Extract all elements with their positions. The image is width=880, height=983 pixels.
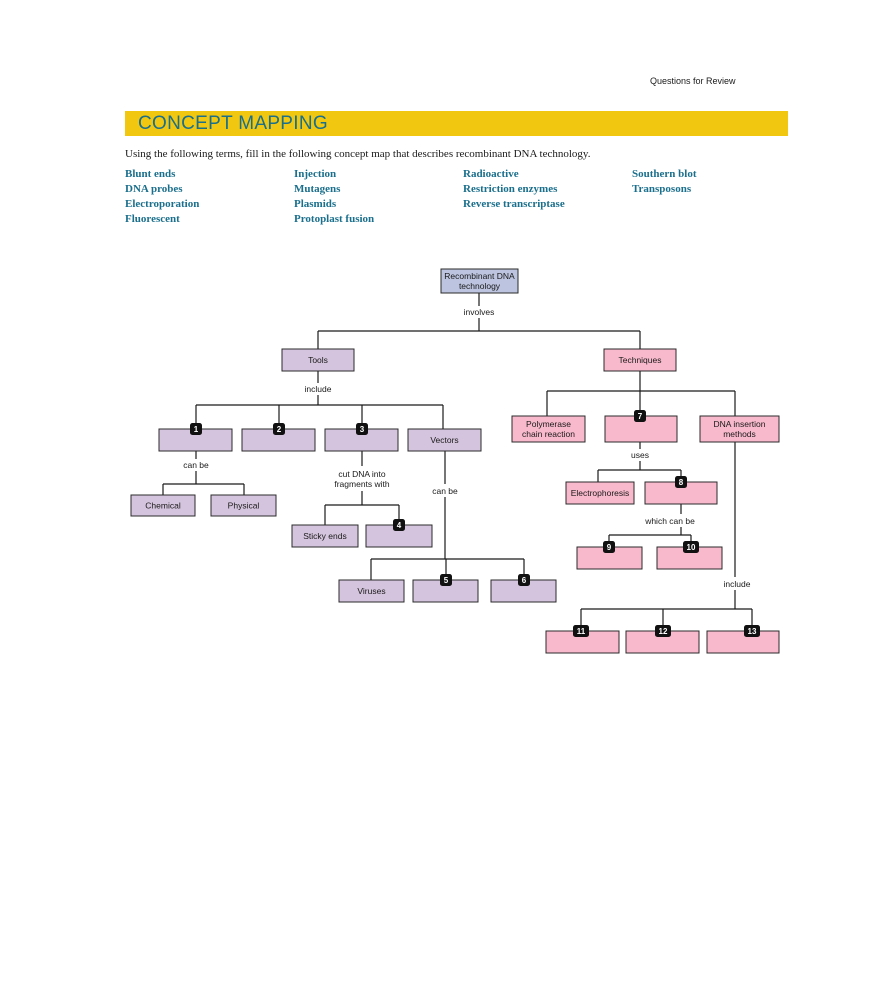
link-include-insertion: include	[724, 579, 751, 589]
blank-node-7	[604, 415, 678, 443]
physical-label: Physical	[228, 501, 260, 511]
term: Transposons	[632, 183, 692, 195]
link-can-be-vectors: can be	[432, 486, 458, 496]
root-label-line2: technology	[459, 281, 501, 291]
sticky-ends-node	[291, 524, 359, 548]
term: Protoplast fusion	[294, 213, 375, 225]
pcr-label-line2: chain reaction	[522, 429, 575, 439]
term-column-4: Southern blot Transposons	[632, 167, 697, 197]
term: Blunt ends	[125, 168, 176, 180]
badge-12: 12	[655, 625, 671, 637]
root-label-line1: Recombinant DNA	[444, 271, 515, 281]
term: Fluorescent	[125, 213, 180, 225]
svg-text:11: 11	[577, 627, 586, 636]
instructions: Using the following terms, fill in the f…	[125, 148, 591, 160]
term: Mutagens	[294, 183, 341, 195]
term: Reverse transcriptase	[463, 198, 565, 210]
svg-text:7: 7	[638, 412, 643, 421]
term: Radioactive	[463, 168, 519, 180]
badge-9: 9	[603, 541, 615, 553]
pcr-label-line1: Polymerase	[526, 419, 571, 429]
dna-insertion-label-line2: methods	[723, 429, 756, 439]
link-cut-dna-line1: cut DNA into	[338, 469, 386, 479]
svg-text:13: 13	[748, 627, 757, 636]
section-title: CONCEPT MAPPING	[138, 113, 328, 134]
badge-4: 4	[393, 519, 405, 531]
term-column-1: Blunt ends DNA probes Electroporation Fl…	[125, 167, 199, 227]
link-involves: involves	[464, 307, 495, 317]
svg-text:10: 10	[687, 543, 696, 552]
vectors-label: Vectors	[430, 435, 458, 445]
term: Injection	[294, 168, 337, 180]
badge-13: 13	[744, 625, 760, 637]
link-cut-dna-line2: fragments with	[334, 479, 390, 489]
tools-label: Tools	[308, 355, 328, 365]
badge-10: 10	[683, 541, 699, 553]
badge-1: 1	[190, 423, 202, 435]
badge-8: 8	[675, 476, 687, 488]
term: DNA probes	[125, 183, 183, 195]
term: Plasmids	[294, 198, 337, 210]
term: Restriction enzymes	[463, 183, 558, 195]
blank-node-13	[706, 630, 780, 654]
viruses-label: Viruses	[357, 586, 385, 596]
svg-text:9: 9	[607, 543, 612, 552]
electrophoresis-label: Electrophoresis	[571, 488, 630, 498]
badge-2: 2	[273, 423, 285, 435]
badge-6: 6	[518, 574, 530, 586]
svg-text:8: 8	[679, 478, 684, 487]
link-can-be: can be	[183, 460, 209, 470]
svg-text:5: 5	[444, 576, 449, 585]
techniques-label: Techniques	[618, 355, 661, 365]
badge-11: 11	[573, 625, 589, 637]
dna-insertion-node	[699, 415, 780, 443]
badge-3: 3	[356, 423, 368, 435]
term: Electroporation	[125, 198, 200, 210]
root-node	[440, 268, 519, 294]
chemical-label: Chemical	[145, 501, 181, 511]
section-banner: CONCEPT MAPPING	[125, 111, 788, 136]
tools-node	[281, 348, 355, 372]
svg-text:12: 12	[659, 627, 668, 636]
chemical-node	[130, 494, 196, 517]
svg-text:6: 6	[522, 576, 527, 585]
svg-text:4: 4	[397, 521, 402, 530]
svg-text:1: 1	[194, 425, 199, 434]
vectors-node	[407, 428, 482, 452]
pcr-node	[511, 415, 586, 443]
viruses-node	[338, 579, 405, 603]
term: Southern blot	[632, 168, 697, 180]
link-which-can-be: which can be	[644, 516, 695, 526]
badge-5: 5	[440, 574, 452, 586]
techniques-node	[603, 348, 677, 372]
sticky-ends-label: Sticky ends	[303, 531, 346, 541]
electrophoresis-node	[565, 481, 635, 505]
physical-node	[210, 494, 277, 517]
term-column-3: Radioactive Restriction enzymes Reverse …	[463, 167, 565, 212]
dna-insertion-label-line1: DNA insertion	[714, 419, 766, 429]
link-uses: uses	[631, 450, 649, 460]
running-head: Questions for Review	[650, 76, 736, 86]
badge-7: 7	[634, 410, 646, 422]
term-column-2: Injection Mutagens Plasmids Protoplast f…	[294, 167, 374, 227]
svg-text:2: 2	[277, 425, 282, 434]
link-include: include	[305, 384, 332, 394]
svg-text:3: 3	[360, 425, 365, 434]
